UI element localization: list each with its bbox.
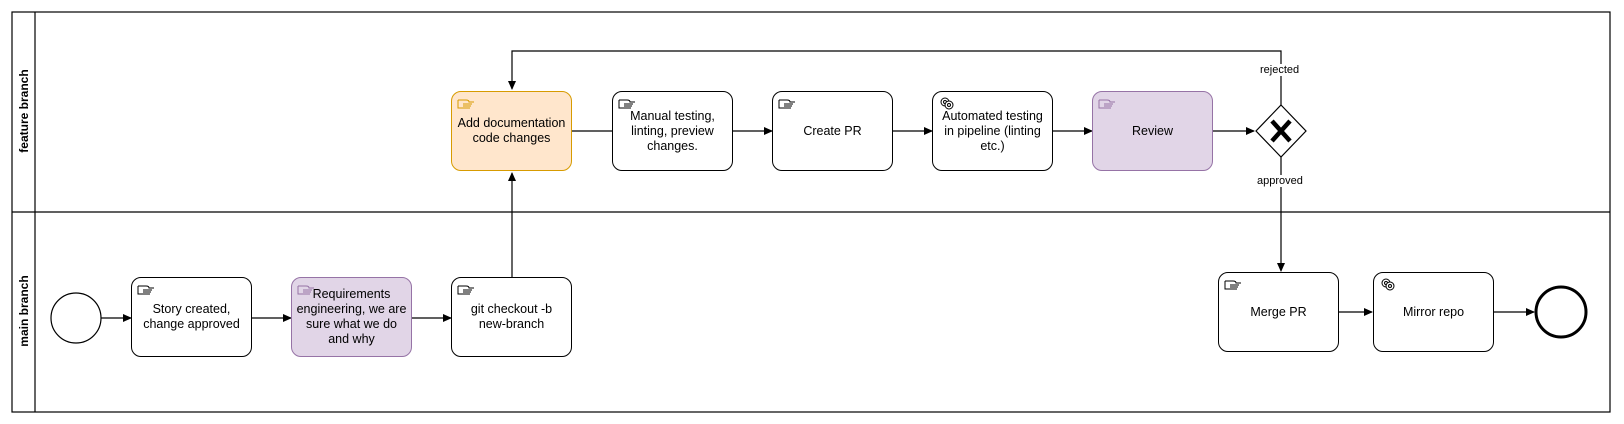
manual-task-icon xyxy=(297,285,314,295)
task-label: Merge PR xyxy=(1250,304,1307,319)
start-event xyxy=(50,292,102,344)
task-label: Add documentation code changes xyxy=(457,116,566,145)
manual-task-icon xyxy=(137,285,154,295)
flow-rejected xyxy=(508,50,1282,105)
service-task-icon xyxy=(940,97,954,110)
task-automated-testing[interactable]: Automated testing in pipeline (linting e… xyxy=(932,91,1053,171)
task-label: Automated testing in pipeline (linting e… xyxy=(942,108,1043,153)
task-create-pr[interactable]: Create PR xyxy=(772,91,893,171)
task-label: Manual testing, linting, preview changes… xyxy=(630,108,715,153)
service-task-icon xyxy=(1381,278,1395,291)
task-requirements[interactable]: Requirements engineering, we are sure wh… xyxy=(291,277,412,357)
exclusive-gateway-x-icon xyxy=(1270,119,1292,143)
task-label: Create PR xyxy=(803,123,862,138)
manual-task-icon xyxy=(457,99,474,109)
exclusive-gateway xyxy=(1255,104,1307,158)
task-merge-pr[interactable]: Merge PR xyxy=(1218,272,1339,352)
task-add-documentation[interactable]: Add documentation code changes xyxy=(451,91,572,171)
manual-task-icon xyxy=(1098,99,1115,109)
task-review[interactable]: Review xyxy=(1092,91,1213,171)
task-story-created[interactable]: Story created, change approved xyxy=(131,277,252,357)
task-git-checkout[interactable]: git checkout -b new-branch xyxy=(451,277,572,357)
task-label: Mirror repo xyxy=(1402,304,1465,319)
rejected-label: rejected xyxy=(1258,64,1302,76)
end-event xyxy=(1534,285,1588,339)
task-mirror-repo[interactable]: Mirror repo xyxy=(1373,272,1494,352)
task-manual-testing[interactable]: Manual testing, linting, preview changes… xyxy=(612,91,733,171)
task-label: git checkout -b new-branch xyxy=(470,302,553,331)
manual-task-icon xyxy=(457,285,474,295)
lane-title-feature-branch: feature branch xyxy=(17,69,31,153)
task-label: Story created, change approved xyxy=(143,302,240,331)
manual-task-icon xyxy=(618,99,635,109)
lane-title-main-branch: main branch xyxy=(17,275,31,347)
manual-task-icon xyxy=(778,99,795,109)
approved-label: approved xyxy=(1255,175,1305,187)
task-label: Requirements engineering, we are sure wh… xyxy=(296,287,407,346)
task-label: Review xyxy=(1132,123,1173,138)
manual-task-icon xyxy=(1224,280,1241,290)
